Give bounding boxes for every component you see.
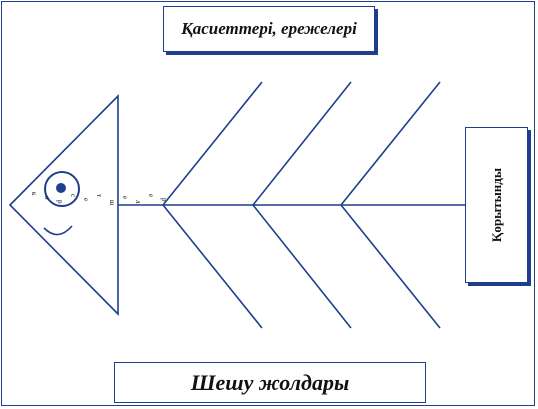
head-letter: л — [134, 200, 142, 204]
head-letter: т — [95, 194, 103, 198]
head-letter: р — [56, 200, 64, 204]
fish-eye-outer — [44, 171, 80, 207]
rib-lower-1 — [162, 204, 263, 329]
head-letter: р — [160, 198, 168, 202]
head-letter: е — [121, 196, 129, 200]
rib-upper-3 — [340, 81, 441, 206]
head-letter: с — [69, 194, 77, 198]
rib-upper-1 — [162, 81, 263, 206]
properties-rules-box: Қасиеттері, ережелері — [163, 6, 375, 52]
head-letter: к — [30, 192, 38, 196]
rib-lower-3 — [340, 204, 441, 329]
head-letter: е — [147, 194, 155, 198]
conclusion-label: Қорытынды — [488, 167, 504, 243]
fish-eye-pupil — [56, 183, 66, 193]
fish-head-label: к ө р с е т ш е л е р — [30, 192, 168, 206]
head-letter: е — [82, 198, 90, 202]
properties-rules-label: Қасиеттері, ережелері — [181, 19, 357, 38]
solution-methods-box: Шешу жолдары — [114, 362, 426, 403]
solution-methods-label: Шешу жолдары — [190, 369, 350, 395]
head-letter: ш — [108, 200, 116, 206]
rib-upper-2 — [252, 81, 352, 206]
conclusion-box: Қорытынды — [465, 127, 528, 283]
rib-lower-2 — [252, 204, 352, 329]
head-letter: ө — [43, 196, 51, 200]
fish-mouth — [43, 225, 73, 236]
